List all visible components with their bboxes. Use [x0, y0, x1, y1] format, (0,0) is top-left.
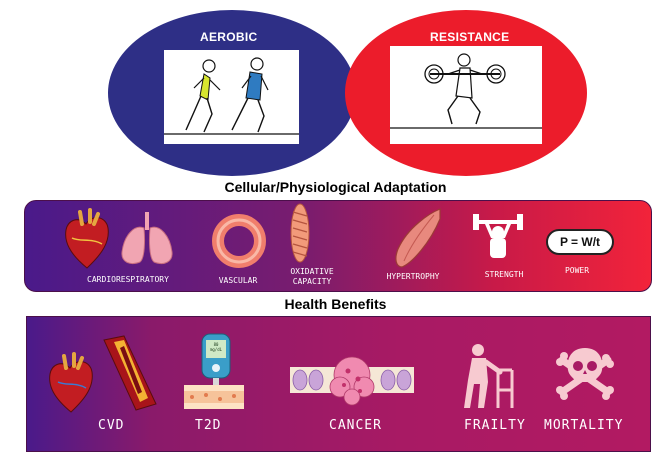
- walker-person-icon: [464, 344, 514, 408]
- skull-crossbones-icon: [556, 348, 614, 400]
- label-cvd: CVD: [98, 418, 125, 433]
- label-mortality: MORTALITY: [544, 418, 624, 433]
- label-power: POWER: [564, 266, 590, 275]
- heart-icon: [65, 208, 109, 269]
- label-cardiorespiratory: CARDIORESPIRATORY: [87, 275, 169, 284]
- artery-plaque-icon: [103, 335, 157, 411]
- label-vascular: VASCULAR: [218, 276, 258, 285]
- label-t2d: T2D: [195, 418, 222, 433]
- adaptation-heading: Cellular/Physiological Adaptation: [224, 179, 447, 195]
- tumor-cells-icon: [290, 356, 414, 406]
- aerobic-photo: [164, 50, 299, 144]
- glucometer-readout: 80 mg/dL: [209, 342, 223, 352]
- mitochondria-icon: [290, 203, 310, 263]
- resistance-ellipse: [345, 10, 587, 176]
- glucometer-icon: [201, 333, 231, 388]
- cvd-heart-icon: [49, 352, 93, 413]
- label-frailty: FRAILTY: [464, 418, 526, 433]
- lungs-icon: [121, 212, 173, 265]
- weightlifter-sketch-icon: [390, 53, 542, 129]
- strength-lifter-icon: [473, 214, 523, 258]
- runners-sketch-icon: [164, 57, 299, 135]
- label-strength: STRENGTH: [484, 270, 524, 279]
- label-cancer: CANCER: [329, 418, 382, 433]
- muscle-icon: [395, 208, 441, 268]
- blood-vessel-strip-icon: [184, 385, 244, 409]
- power-formula-pill: P = W/t: [546, 229, 614, 255]
- aerobic-title: AEROBIC: [200, 30, 258, 44]
- resistance-photo: [390, 46, 542, 144]
- label-hypertrophy: HYPERTROPHY: [386, 272, 440, 281]
- benefits-heading: Health Benefits: [284, 296, 387, 312]
- vascular-ring-icon: [212, 214, 266, 268]
- label-oxidative-capacity: OXIDATIVE CAPACITY: [290, 267, 334, 286]
- resistance-title: RESISTANCE: [430, 30, 510, 44]
